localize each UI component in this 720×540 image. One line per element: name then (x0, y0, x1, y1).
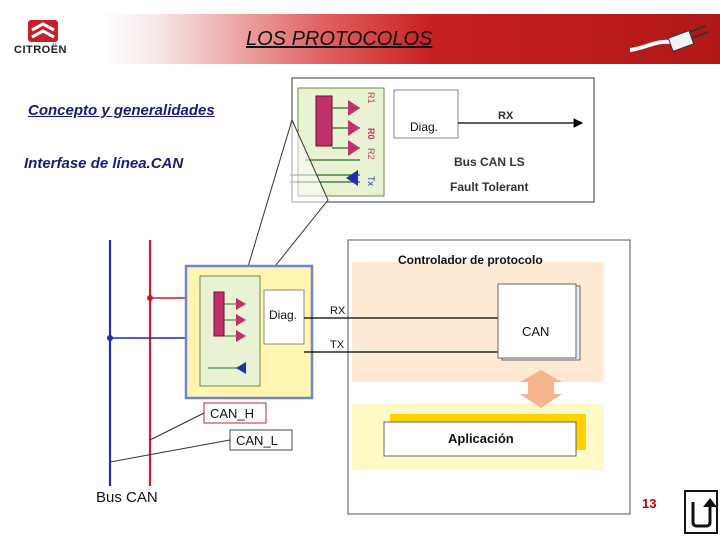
chevrons-icon (28, 20, 58, 42)
pin-r1: R1 (366, 92, 376, 104)
brand-name: CITROËN (14, 44, 67, 56)
bus-can-text: Bus CAN (96, 489, 158, 506)
page-title: LOS PROTOCOLOS (246, 28, 433, 50)
tx-text: TX (330, 339, 345, 351)
zoom-amp-r1 (348, 100, 360, 116)
pin-r0: R0 (366, 128, 376, 140)
page-number: 13 (642, 496, 657, 511)
cable-plug-icon (629, 25, 709, 52)
zoom-filter-block (315, 95, 333, 147)
return-button[interactable] (684, 490, 718, 534)
rx-text: RX (330, 305, 346, 317)
app-block (383, 421, 577, 457)
zoom-rx-text: RX (498, 110, 514, 122)
can-app-double-arrow (520, 370, 562, 408)
zoom-diag-text: Diag. (410, 120, 438, 134)
controller-title: Controlador de protocolo (398, 253, 543, 267)
pin-r2: R2 (366, 148, 376, 160)
bus-type-text: Bus CAN LS (454, 155, 525, 169)
application-text: Aplicación (448, 431, 514, 446)
can-h-text: CAN_H (210, 406, 254, 421)
diag-box (263, 289, 305, 345)
concept-heading: Concepto y generalidades (28, 102, 215, 119)
pin-tx: Tx (366, 176, 376, 186)
can-text: CAN (522, 324, 549, 339)
zoom-amp-r0 (348, 120, 360, 136)
fault-tolerant-text: Fault Tolerant (450, 180, 528, 194)
zoom-amp-r2 (348, 140, 360, 156)
zoom-diag-box (393, 89, 459, 139)
header-banner (0, 14, 720, 64)
return-arrow-icon (691, 498, 717, 528)
interface-heading: Interfase de línea.CAN (24, 155, 184, 172)
zoom-amp-tx (346, 170, 358, 186)
can-block (497, 283, 577, 359)
diag-text: Diag. (269, 308, 297, 322)
can-l-text: CAN_L (236, 433, 278, 448)
